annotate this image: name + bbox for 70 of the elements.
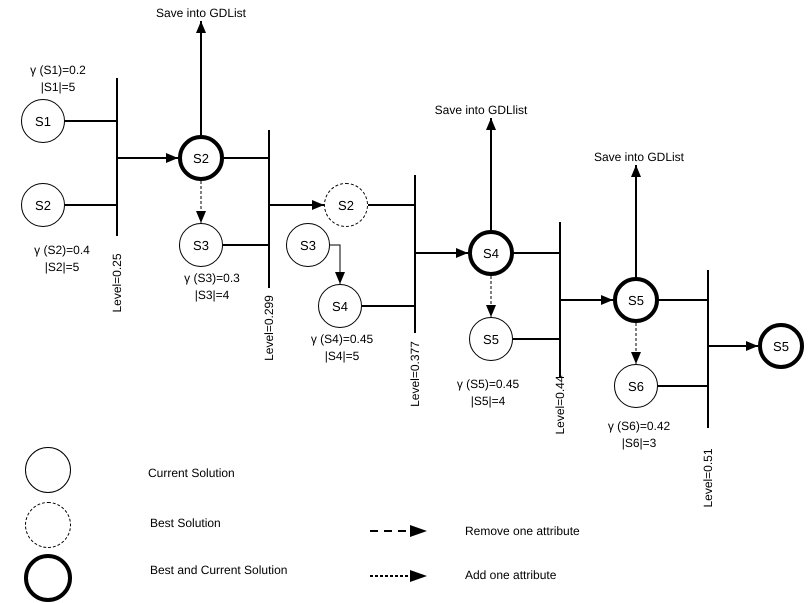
save-note: Save into GDList <box>156 6 246 20</box>
arrow <box>708 341 758 351</box>
current-solution-circle <box>318 284 362 328</box>
solution-label: S2 <box>338 198 354 212</box>
score-annotation: |S4|=5 <box>324 348 360 365</box>
current-solution-circle <box>614 364 658 408</box>
solution-label: S4 <box>332 298 348 314</box>
arrow <box>117 153 178 163</box>
legend-text: Add one attribute <box>465 568 556 582</box>
save-note: Save into GDLlist <box>434 103 528 117</box>
connector-line <box>513 338 560 340</box>
score-annotation: |S1|=5 <box>40 79 76 96</box>
solution-label: S3 <box>300 238 316 252</box>
legend-text: Remove one attribute <box>465 524 580 538</box>
arrow <box>631 165 641 277</box>
connector-line <box>362 305 415 307</box>
solution-label: S2 <box>193 150 209 166</box>
legend-text: Best and Current Solution <box>150 563 288 577</box>
connector-line <box>368 204 415 206</box>
connector-line <box>224 157 269 159</box>
arrow <box>196 180 206 224</box>
best-current-solution-circle <box>468 230 514 276</box>
solution-label: S3 <box>193 238 209 252</box>
score-annotation: |S2|=5 <box>44 259 80 276</box>
solution-label: S5 <box>628 292 644 308</box>
connector-line <box>659 299 708 301</box>
connector-line <box>514 252 560 254</box>
current-solution-circle <box>21 183 65 227</box>
score-annotation: γ (S5)=0.45 <box>456 376 520 393</box>
current-solution-circle <box>469 317 513 361</box>
arrow <box>196 21 206 135</box>
score-annotation: |S5|=4 <box>470 393 506 410</box>
score-annotation: |S3|=4 <box>194 287 230 304</box>
connector-line <box>223 244 269 246</box>
legend-text: Best Solution <box>150 516 221 530</box>
arrow <box>631 322 641 364</box>
arrow <box>560 295 613 305</box>
level-label: Level=0.51 <box>701 448 715 508</box>
arrow <box>269 200 324 210</box>
level-label: Level=0.25 <box>110 253 124 313</box>
legend-text: Current Solution <box>148 466 235 480</box>
score-annotation: γ (S4)=0.45 <box>310 331 374 348</box>
solution-label: S1 <box>35 114 51 128</box>
connector-line <box>65 120 117 122</box>
arrow <box>415 248 468 258</box>
save-note: Save into GDList <box>594 150 684 164</box>
score-annotation: γ (S2)=0.4 <box>34 242 90 259</box>
solution-label: S6 <box>628 378 644 394</box>
score-annotation: γ (S1)=0.2 <box>30 62 86 79</box>
solution-label: S5 <box>483 332 499 346</box>
level-label: Level=0.44 <box>553 375 567 435</box>
arrow <box>486 276 496 318</box>
current-solution-circle <box>21 99 65 143</box>
best-current-solution-circle <box>758 323 804 369</box>
best-current-solution-circle <box>613 277 659 323</box>
score-annotation: γ (S6)=0.42 <box>608 418 670 435</box>
solution-label: S5 <box>773 338 789 354</box>
current-solution-circle <box>286 223 330 267</box>
best-current-solution-circle <box>178 135 224 181</box>
arrow <box>330 244 345 284</box>
connector-line <box>65 204 117 206</box>
level-label: Level=0.377 <box>408 341 422 407</box>
level-label: Level=0.299 <box>262 295 276 361</box>
connector-line <box>658 385 708 387</box>
arrow <box>486 118 496 230</box>
solution-label: S2 <box>35 198 51 212</box>
solution-label: S4 <box>483 246 499 260</box>
score-annotation: |S6|=3 <box>620 435 658 452</box>
score-annotation: γ (S3)=0.3 <box>184 270 240 287</box>
current-solution-circle <box>179 223 223 267</box>
